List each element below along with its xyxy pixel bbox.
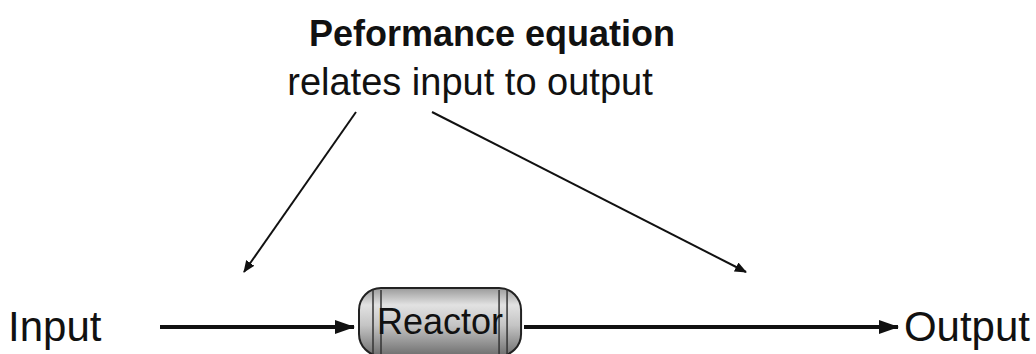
leader-line <box>432 112 746 272</box>
flow-label: Input <box>8 304 101 350</box>
diagram-title: Peformance equation <box>309 14 675 54</box>
output-arrow <box>524 325 898 329</box>
subtitle-label: relates input to output <box>287 62 652 104</box>
flange-line <box>506 290 508 354</box>
vessel-body <box>359 288 521 354</box>
flange-line <box>372 290 374 354</box>
flow-label: Output <box>904 304 1030 350</box>
reactor-vessel: Reactor <box>357 286 523 354</box>
vessel-label: Reactor <box>377 301 503 343</box>
input-arrow <box>160 325 354 329</box>
leader-line <box>244 112 356 272</box>
